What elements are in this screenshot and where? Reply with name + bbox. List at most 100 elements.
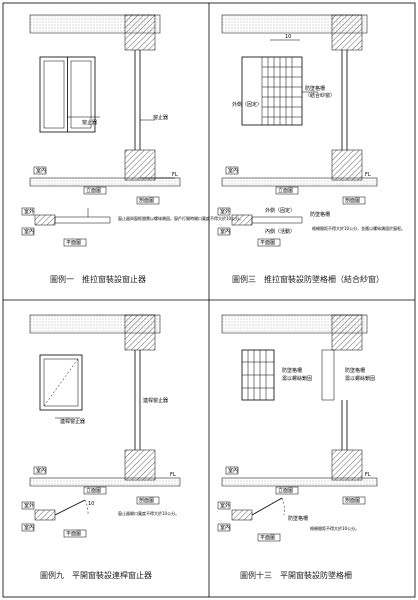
swing-arc: [281, 497, 285, 516]
indoor-label-plan: 室內: [24, 228, 34, 235]
section-label: 剖面圖: [345, 197, 360, 204]
elevation-label: 立面圖: [278, 487, 293, 494]
note-text: 格柵間距不得大於10公分。: [310, 525, 359, 531]
grille-label: 防墜格柵: [305, 85, 325, 92]
floor-slab: [29, 177, 181, 187]
elevation-tag: [275, 486, 299, 495]
plan-tag: [63, 529, 87, 538]
outdoor-label: 室外: [24, 502, 34, 509]
plan-window: [251, 216, 303, 224]
wall-section: [331, 449, 363, 481]
panel-caption: 圖例十三 平開窗裝設防墜格柵: [240, 570, 352, 580]
elevation-tag: [83, 486, 107, 495]
outdoor-label: 室外: [220, 208, 230, 215]
stopper-label: 窗止器: [82, 119, 97, 126]
elevation-tag: [275, 186, 299, 195]
indoor-tag: [21, 227, 35, 236]
beam: [331, 14, 363, 51]
elevation-label: 立面圖: [278, 187, 293, 194]
plan-window: [54, 216, 111, 224]
note-text: 格柵間距不得大於10公分，並應以螺絲鎖固於窗框。: [312, 225, 405, 231]
inner-plan-label: 內側（活動）: [265, 228, 295, 235]
outdoor-label: 室外: [24, 208, 34, 215]
beam: [124, 314, 156, 351]
window-frame: [39, 354, 83, 411]
indoor-label: 室內: [228, 467, 238, 474]
fl-label: FL: [365, 172, 371, 178]
sash-left: [43, 60, 65, 129]
panel-2: 10 防墜格柵 （結合紗窗） 外側（固定） 室內 FL 立面圖 剖: [217, 14, 405, 284]
panel-4: 防墜格柵 需以螺絲鎖固 防墜格柵 需以螺絲鎖固 室內 FL 立面圖 剖面圖 室外…: [217, 314, 378, 580]
outer-plan-label: 外側（固定）: [265, 207, 295, 214]
indoor-tag: [217, 227, 231, 236]
grille-plan-label: 防墜格柵: [310, 211, 330, 218]
floor-slab: [221, 477, 378, 487]
wall-section: [124, 449, 156, 481]
swing-arc: [84, 499, 89, 516]
ceiling-slab: [221, 14, 368, 34]
plan-wall: [231, 214, 253, 226]
stopper-label: 連桿窗止器: [60, 418, 85, 425]
indoor-tag: [225, 166, 239, 175]
grille-label-right: 防墜格柵: [345, 367, 365, 374]
plan-wall: [34, 509, 56, 521]
beam: [331, 314, 363, 351]
dimension-label: 10: [285, 34, 291, 40]
stopper-side-label: 窗止器: [153, 114, 168, 121]
indoor-tag: [33, 166, 47, 175]
indoor-tag: [225, 466, 239, 475]
plan-sash: [251, 497, 283, 516]
plan-wall: [231, 509, 253, 521]
section-tag: [136, 496, 160, 505]
panel-1: 窗止器 窗止器 室內 FL 立面圖 剖面圖 室外 室內 平面圖 窗止器與窗框間需…: [21, 14, 243, 284]
security-grille: [261, 57, 302, 125]
fix-label-left: 需以螺絲鎖固: [282, 375, 312, 382]
fl-label: FL: [365, 472, 371, 478]
indoor-label: 室內: [36, 467, 46, 474]
wall-section: [124, 149, 156, 181]
outdoor-label: 室外: [220, 502, 230, 509]
plan-tag: [257, 533, 281, 542]
window-frame: [241, 56, 303, 126]
beam: [124, 14, 156, 51]
indoor-tag: [33, 466, 47, 475]
plan-label: 平面圖: [260, 240, 275, 246]
combine-label: （結合紗窗）: [305, 92, 335, 99]
wall-section: [331, 149, 363, 181]
elevation-label: 立面圖: [86, 187, 101, 194]
section-tag: [342, 196, 366, 205]
floor-slab: [221, 177, 378, 187]
plan-tag: [257, 238, 281, 247]
section-label: 剖面圖: [139, 197, 154, 204]
outdoor-tag: [21, 501, 35, 510]
indoor-label: 室內: [36, 167, 46, 174]
floor-slab: [29, 477, 181, 487]
panel-caption: 圖例三 推拉窗裝設防墜格柵（結合紗窗）: [232, 274, 384, 284]
indoor-label-plan: 室內: [24, 524, 34, 531]
section-tag: [342, 496, 366, 505]
indoor-tag: [21, 523, 35, 532]
fix-label-right: 需以螺絲鎖固: [345, 375, 375, 382]
note-text: 窗止器與窗框間需以螺絲鎖固。窗戶打開時開口寬度不得大於10公分。: [118, 215, 243, 221]
plan-label: 平面圖: [66, 531, 81, 537]
ceiling-slab: [221, 314, 368, 334]
outdoor-tag: [217, 501, 231, 510]
outdoor-tag: [21, 207, 35, 216]
casement-sash: [43, 358, 79, 407]
elevation-tag: [83, 186, 107, 195]
fl-label: FL: [170, 472, 176, 478]
opening-indicator: [43, 358, 79, 407]
plan-label: 平面圖: [66, 240, 81, 246]
indoor-label-plan: 室內: [220, 228, 230, 235]
indoor-label: 室內: [228, 167, 238, 174]
section-label: 剖面圖: [139, 497, 154, 504]
plan-wall: [34, 214, 56, 226]
outer-label: 外側（固定）: [232, 101, 262, 108]
grille-side: [321, 349, 335, 401]
grille-label-left: 防墜格柵: [282, 367, 302, 374]
outdoor-tag: [217, 207, 231, 216]
indoor-tag: [217, 523, 231, 532]
section-label: 剖面圖: [345, 497, 360, 504]
